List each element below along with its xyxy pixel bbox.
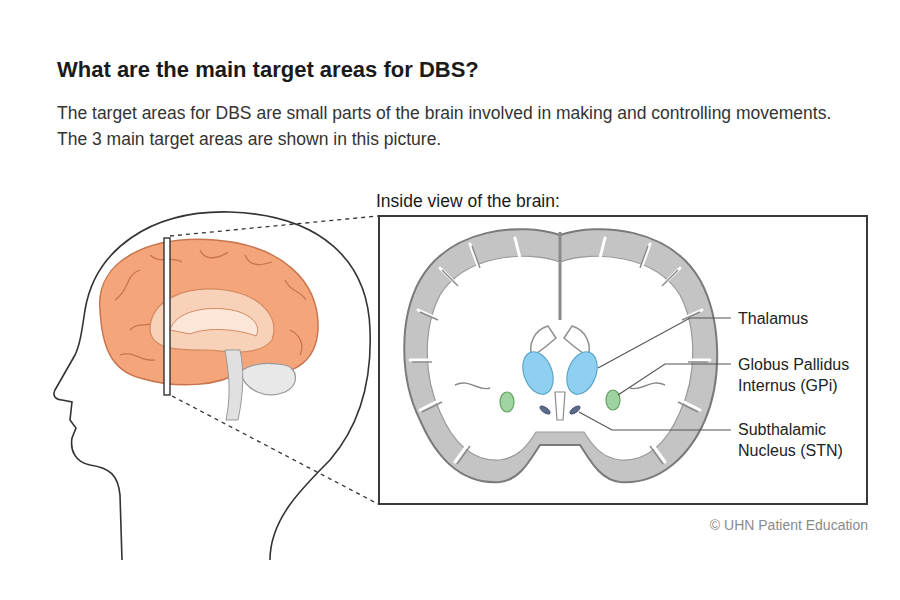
caption-holder: The target areas for DBS are small parts…	[57, 100, 832, 152]
thalamus-right	[561, 348, 602, 399]
head-profile	[54, 212, 370, 560]
part-label: Thalamus	[738, 308, 864, 329]
part-label: Subthalamic Nucleus (STN)	[738, 419, 864, 461]
part-label: Globus Pallidus Internus (GPi)	[738, 354, 864, 396]
brain-side-view	[100, 239, 318, 420]
gpi-right	[606, 390, 620, 410]
gpi-left	[500, 392, 514, 412]
part-label-holder: Subthalamic Nucleus (STN)	[738, 419, 864, 461]
stn-left	[539, 404, 552, 415]
copyright-note: © UHN Patient Education	[560, 515, 868, 536]
inset-heading-holder: Inside view of the brain:	[376, 190, 560, 212]
leader-lines	[579, 318, 731, 430]
projection-lines	[170, 216, 378, 504]
thalamus-left	[517, 348, 558, 399]
stn-right	[569, 404, 582, 415]
coronal-section	[404, 229, 717, 482]
copyright-note-holder: © UHN Patient Education	[560, 515, 868, 536]
intro-paragraph: The target areas for DBS are small parts…	[57, 100, 832, 152]
part-label-holder: Thalamus	[738, 308, 864, 329]
title-holder: What are the main target areas for DBS?	[57, 56, 857, 84]
slice-plane	[164, 238, 170, 395]
page-title: What are the main target areas for DBS?	[57, 56, 857, 84]
inset-heading: Inside view of the brain:	[376, 190, 560, 212]
part-label-holder: Globus Pallidus Internus (GPi)	[738, 354, 864, 396]
